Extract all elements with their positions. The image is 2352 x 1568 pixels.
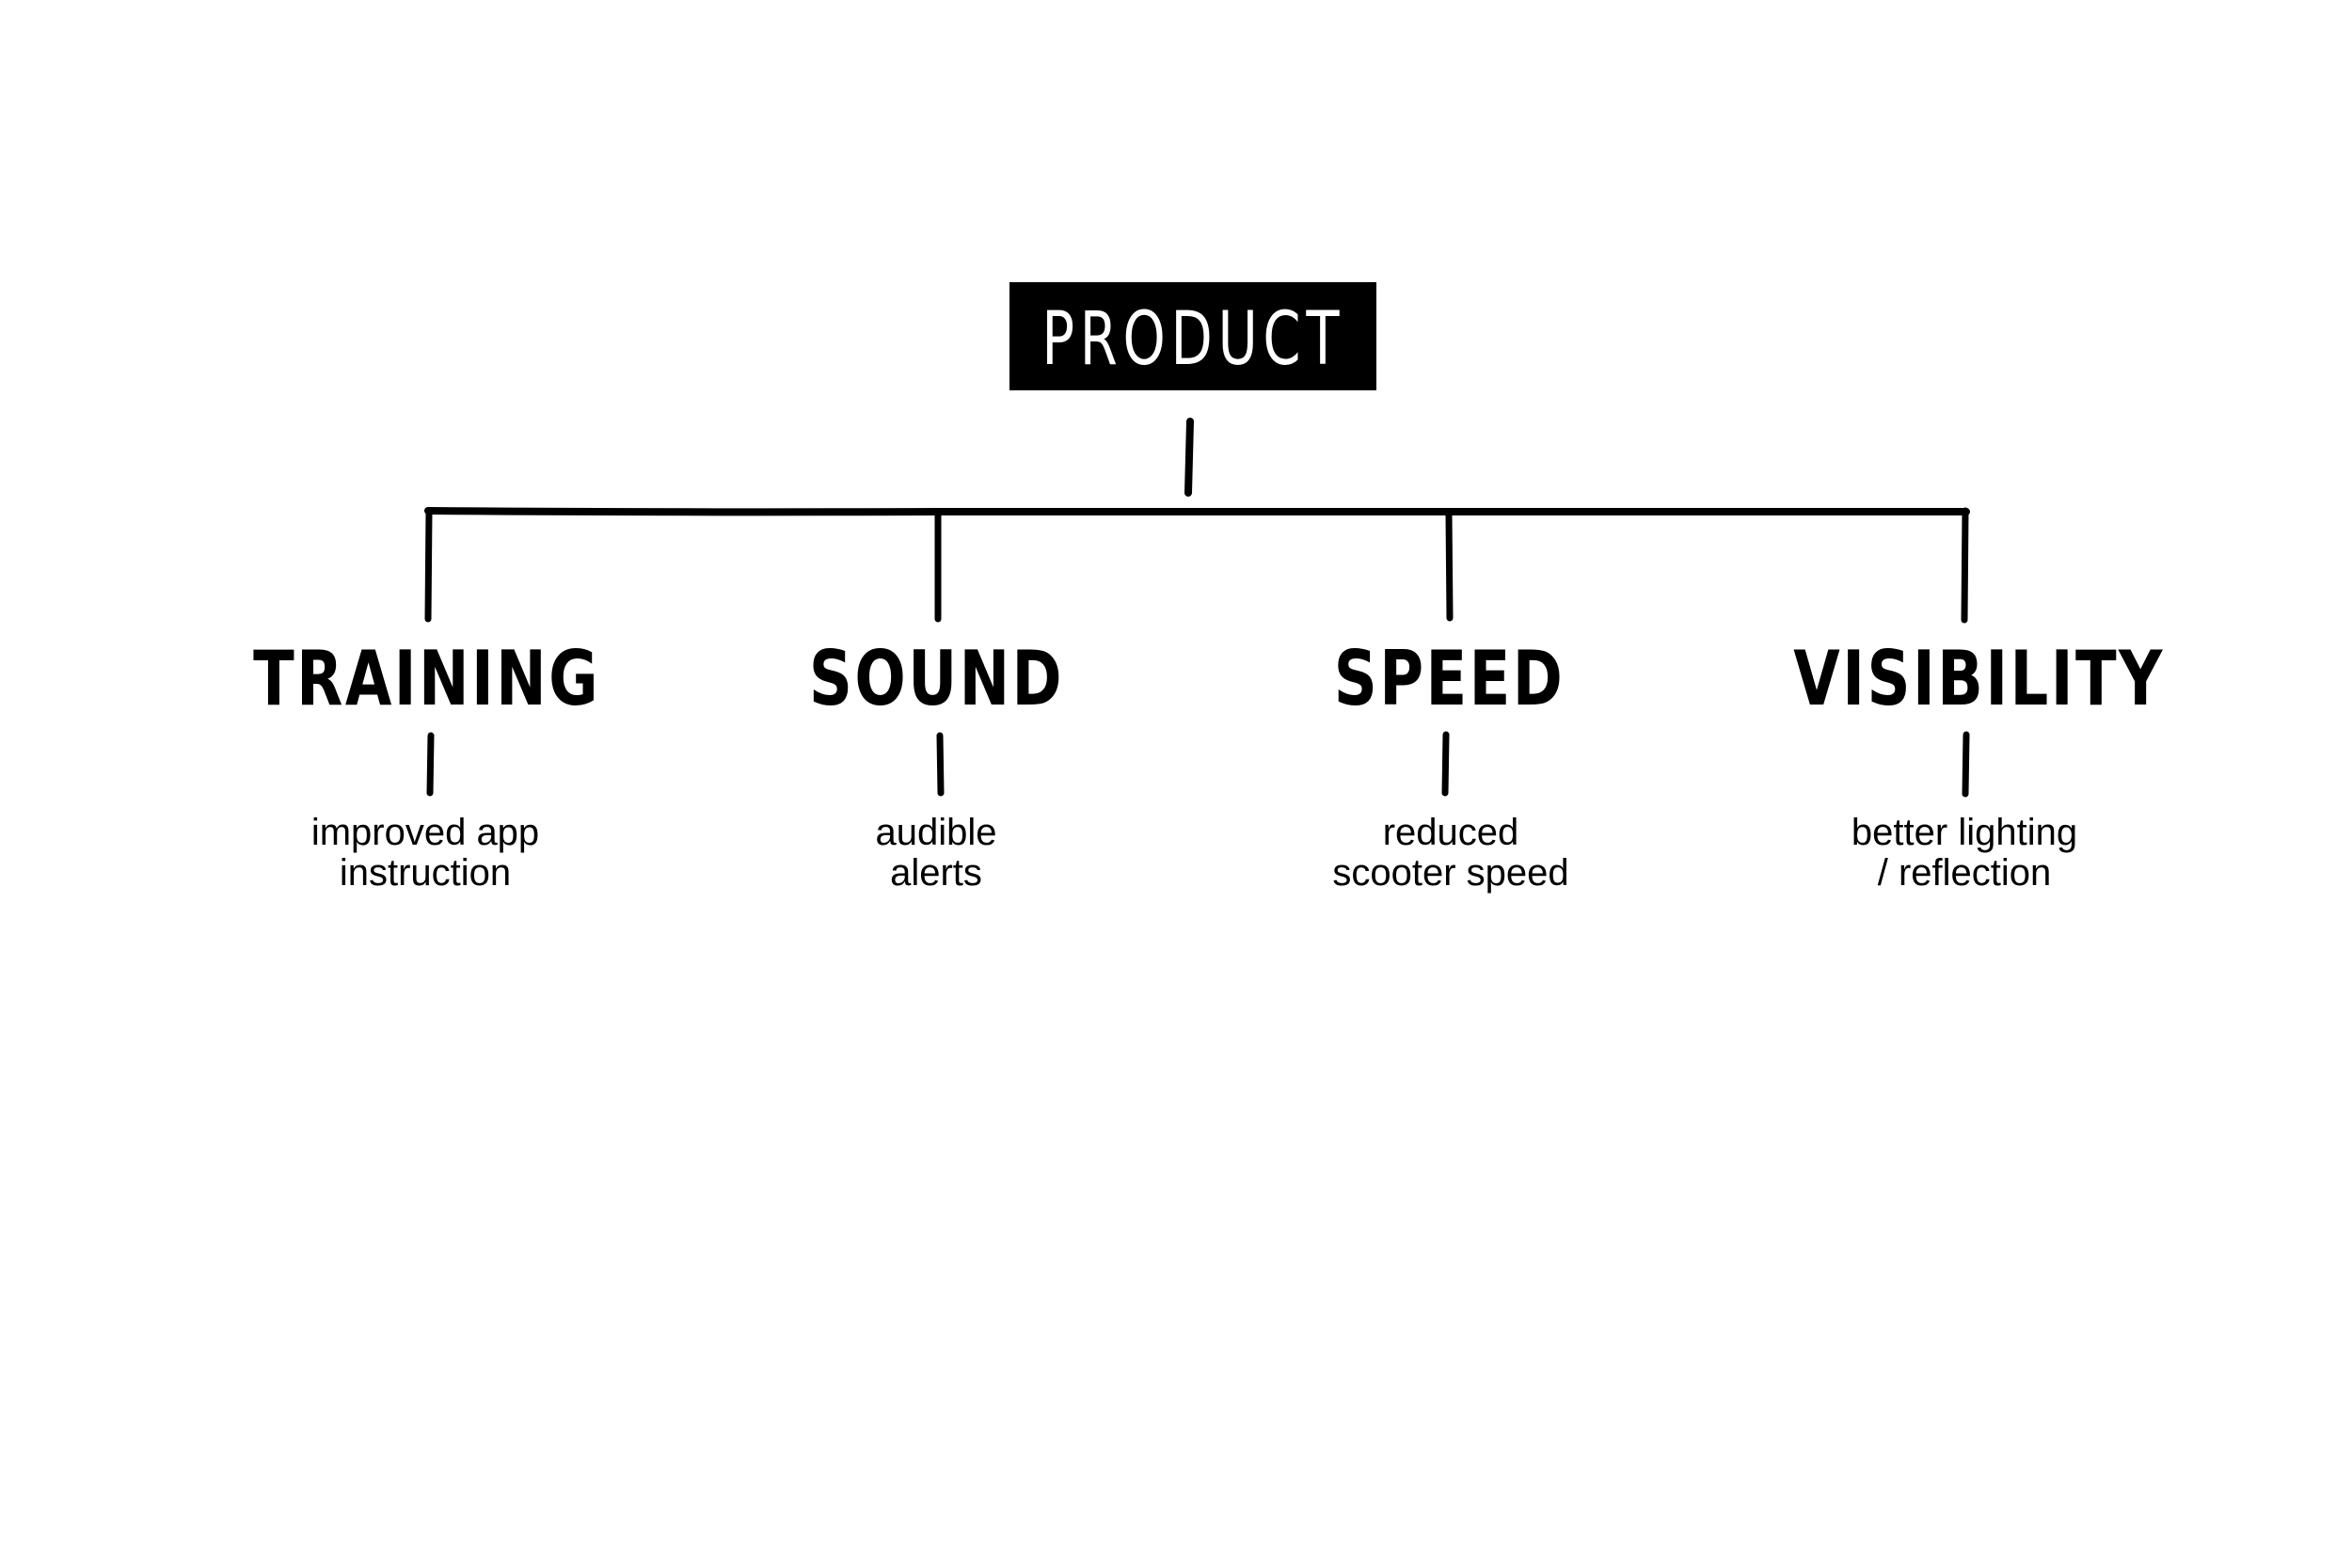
category-label: VISIBILITY (1793, 635, 2165, 722)
root-node: PRODUCT (1009, 282, 1376, 390)
detail-visibility: better lighting / reflection (1748, 813, 2181, 894)
detail-line: alerts (890, 852, 982, 894)
drop-visibility (1961, 507, 1969, 624)
detail-line: improved app (310, 812, 540, 853)
category-visibility: VISIBILITY (1747, 641, 2180, 717)
root-stem (1184, 418, 1194, 497)
category-label: SOUND (808, 635, 1064, 722)
category-label: SPEED (1333, 635, 1565, 722)
detail-line: instruction (339, 852, 512, 894)
category-sound: SOUND (720, 641, 1152, 717)
drop-speed (1445, 511, 1454, 622)
detail-sound: audible alerts (720, 813, 1152, 894)
stem-visibility (1962, 731, 1970, 798)
category-training: TRAINING (210, 641, 643, 717)
detail-line: better lighting (1851, 812, 2078, 853)
detail-training: improved app instruction (209, 813, 642, 894)
category-speed: SPEED (1232, 641, 1665, 717)
detail-speed: reduced scooter speed (1234, 813, 1667, 894)
detail-line: audible (875, 812, 997, 853)
category-label: TRAINING (253, 635, 601, 722)
root-label: PRODUCT (1041, 296, 1344, 382)
horizontal-connector (424, 507, 1970, 516)
drop-training (424, 507, 433, 623)
detail-line: scooter speed (1332, 852, 1569, 894)
detail-line: / reflection (1877, 852, 2052, 894)
stem-sound (936, 732, 945, 797)
stem-speed (1441, 731, 1450, 797)
stem-training (426, 732, 435, 797)
detail-line: reduced (1382, 812, 1519, 853)
